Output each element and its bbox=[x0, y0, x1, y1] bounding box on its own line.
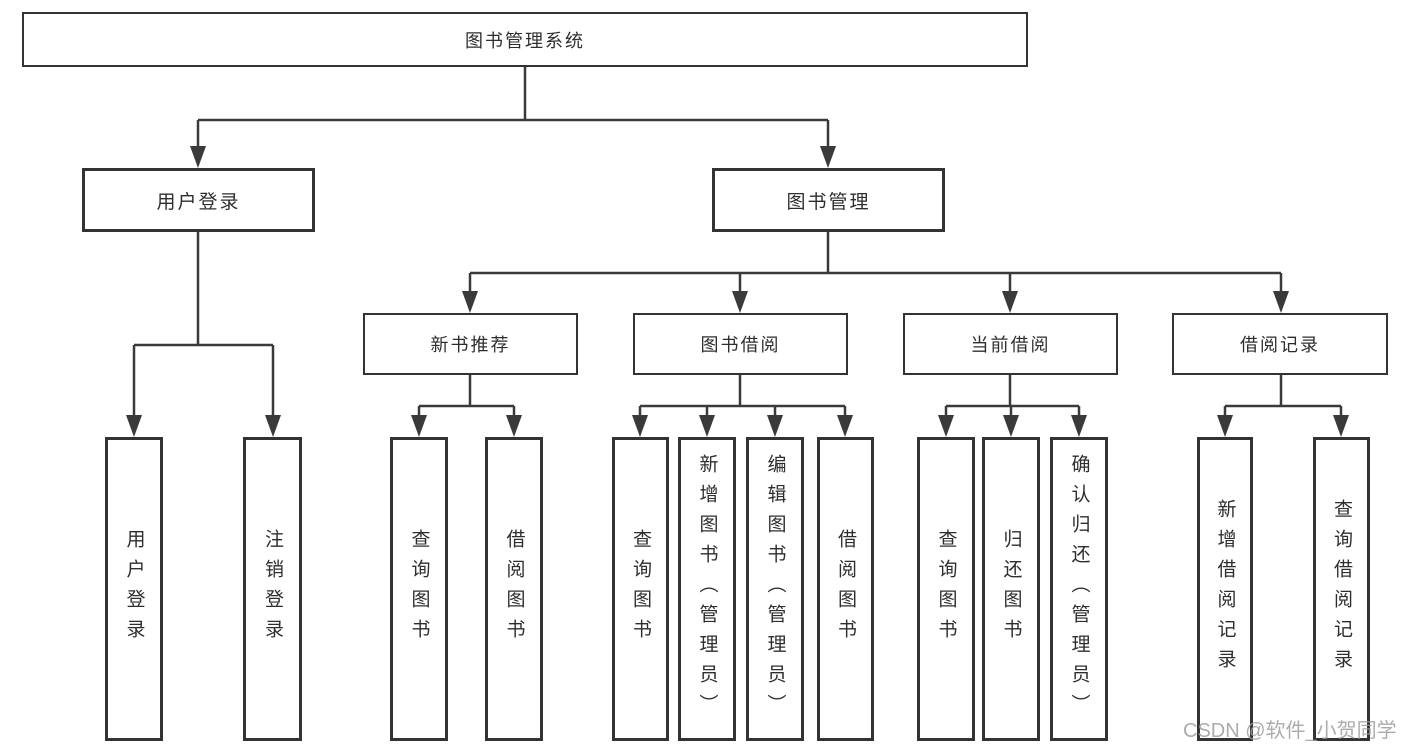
leaf-bb-query-books: 查询图书 bbox=[612, 437, 669, 741]
leaf-nbr-query-books-label: 查询图书 bbox=[408, 529, 430, 649]
leaf-nbr-query-books: 查询图书 bbox=[390, 437, 448, 741]
leaf-cb-confirm-return-admin-label: 确认归还（管理员） bbox=[1068, 454, 1090, 724]
node-user-login: 用户登录 bbox=[82, 168, 315, 232]
node-current-borrow-label: 当前借阅 bbox=[970, 335, 1051, 355]
arrowhead-icons bbox=[126, 146, 1349, 437]
leaf-bb-query-books-label: 查询图书 bbox=[630, 529, 651, 649]
node-book-management-label: 图书管理 bbox=[786, 191, 871, 213]
node-book-management: 图书管理 bbox=[712, 168, 945, 232]
leaf-bb-edit-books-admin-label: 编辑图书（管理员） bbox=[764, 454, 786, 724]
leaf-logout-label: 注销登录 bbox=[262, 529, 283, 649]
leaf-user-login: 用户登录 bbox=[105, 437, 163, 741]
leaf-br-add-record-label: 新增借阅记录 bbox=[1214, 499, 1236, 679]
node-new-book-recommend: 新书推荐 bbox=[363, 313, 578, 375]
leaf-cb-return-books-label: 归还图书 bbox=[1000, 529, 1022, 649]
leaf-br-query-record-label: 查询借阅记录 bbox=[1331, 499, 1352, 679]
leaf-nbr-borrow-books-label: 借阅图书 bbox=[503, 529, 525, 649]
leaf-bb-borrow-books: 借阅图书 bbox=[817, 437, 874, 741]
leaf-bb-add-books-admin: 新增图书（管理员） bbox=[678, 437, 736, 741]
node-new-book-recommend-label: 新书推荐 bbox=[430, 335, 511, 355]
node-user-login-label: 用户登录 bbox=[156, 191, 241, 213]
leaf-bb-edit-books-admin: 编辑图书（管理员） bbox=[746, 437, 804, 741]
leaf-cb-return-books: 归还图书 bbox=[982, 437, 1040, 741]
node-borrow-records-label: 借阅记录 bbox=[1240, 335, 1320, 355]
leaf-br-query-record: 查询借阅记录 bbox=[1313, 437, 1370, 741]
leaf-bb-add-books-admin-label: 新增图书（管理员） bbox=[696, 454, 718, 724]
leaf-user-login-label: 用户登录 bbox=[123, 529, 145, 649]
node-book-borrow-label: 图书借阅 bbox=[700, 335, 781, 355]
leaf-bb-borrow-books-label: 借阅图书 bbox=[835, 529, 856, 649]
node-book-borrow: 图书借阅 bbox=[633, 313, 848, 375]
node-borrow-records: 借阅记录 bbox=[1172, 313, 1388, 375]
leaf-nbr-borrow-books: 借阅图书 bbox=[485, 437, 543, 741]
leaf-cb-query-books-label: 查询图书 bbox=[935, 529, 957, 649]
leaf-br-add-record: 新增借阅记录 bbox=[1197, 437, 1253, 741]
leaf-cb-query-books: 查询图书 bbox=[917, 437, 975, 741]
leaf-cb-confirm-return-admin: 确认归还（管理员） bbox=[1050, 437, 1108, 741]
node-root: 图书管理系统 bbox=[22, 12, 1028, 67]
leaf-logout: 注销登录 bbox=[243, 437, 302, 741]
node-current-borrow: 当前借阅 bbox=[903, 313, 1118, 375]
node-root-label: 图书管理系统 bbox=[465, 30, 585, 51]
